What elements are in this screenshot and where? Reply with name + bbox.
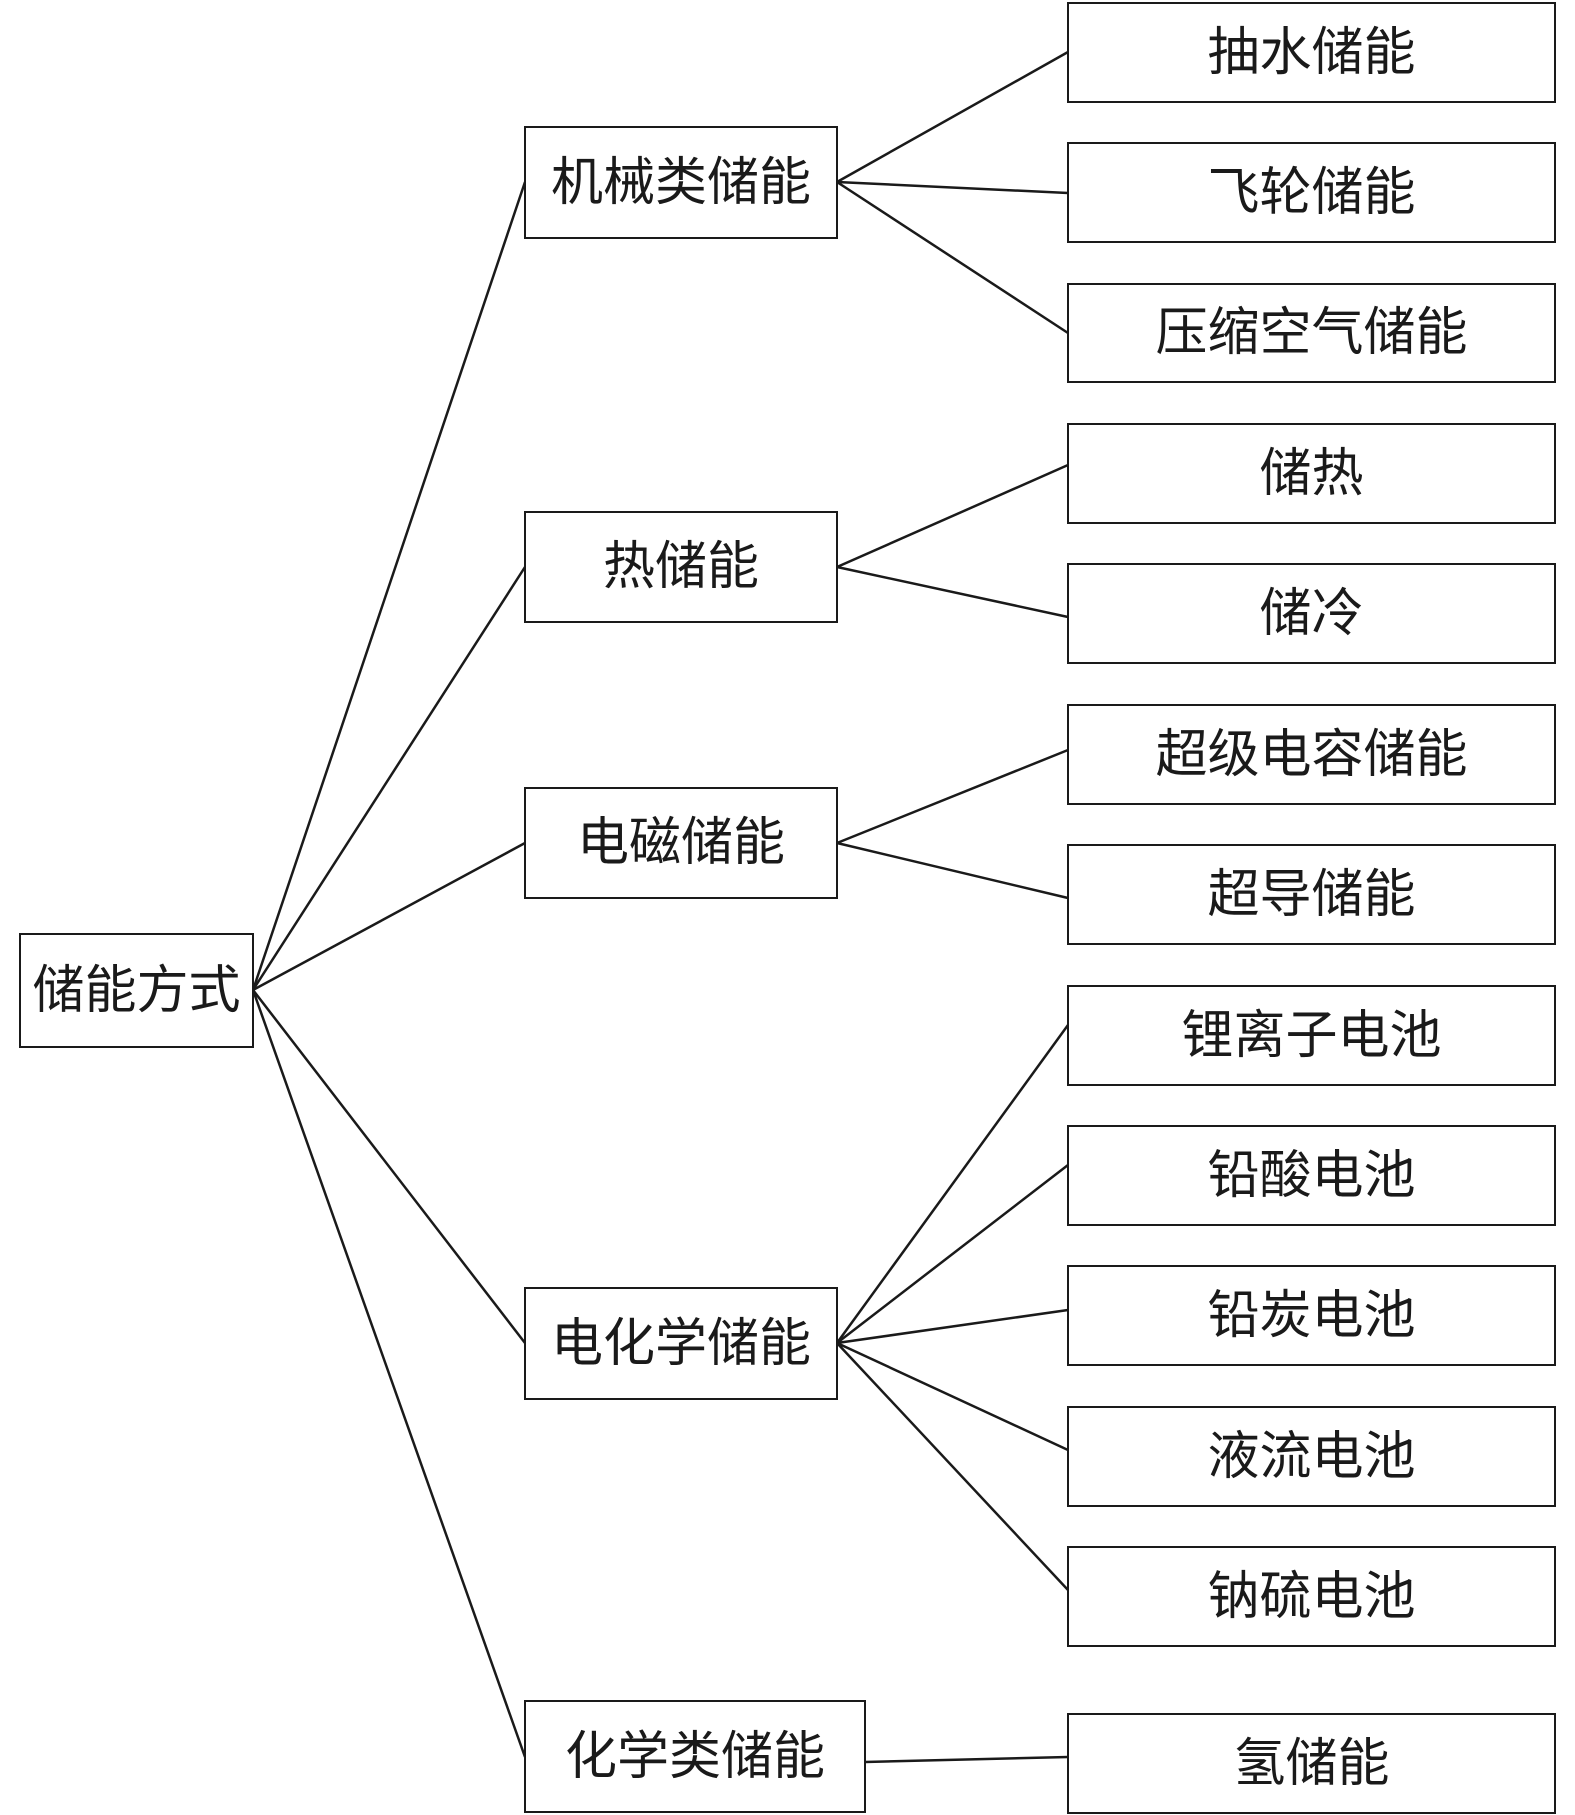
edge-ec-nas [836,1342,1069,1591]
edge-ec-flow [836,1341,1069,1452]
edge-ec-leadacid [836,1164,1069,1344]
edge-root-mechanical [251,181,527,991]
leaf-heat-storage: 储热 [1067,423,1556,524]
leaf-flow-battery: 液流电池 [1067,1406,1556,1507]
root-node: 储能方式 [19,933,254,1048]
leaf-cold-storage: 储冷 [1067,563,1556,664]
edge-ec-liion [835,1024,1070,1344]
leaf-sodium-sulfur: 钠硫电池 [1067,1546,1556,1647]
edge-mechanical-flywheel [836,180,1069,195]
leaf-superconducting: 超导储能 [1067,844,1556,945]
leaf-lead-acid: 铅酸电池 [1067,1125,1556,1226]
leaf-flywheel: 飞轮储能 [1067,142,1556,243]
edge-thermal-heat [836,463,1069,569]
category-mechanical: 机械类储能 [524,126,838,239]
category-chemical: 化学类储能 [524,1700,866,1813]
edge-mechanical-pumped [836,50,1069,184]
leaf-compressed-air: 压缩空气储能 [1067,283,1556,383]
edge-chemical-hydrogen [864,1755,1069,1764]
edge-root-electromagnetic [252,841,526,992]
category-thermal: 热储能 [524,511,838,623]
edge-root-electrochemical [252,989,526,1344]
edge-root-chemical [251,989,527,1758]
category-electrochemical: 电化学储能 [524,1287,838,1400]
leaf-lithium-ion: 锂离子电池 [1067,985,1556,1086]
edge-em-supercap [836,748,1069,845]
leaf-supercapacitor: 超级电容储能 [1067,704,1556,805]
edge-root-thermal [251,566,527,991]
edge-em-smes [836,841,1069,900]
leaf-hydrogen: 氢储能 [1067,1713,1556,1814]
edge-mechanical-caes [836,180,1069,335]
category-electromagnetic: 电磁储能 [524,787,838,899]
leaf-lead-carbon: 铅炭电池 [1067,1265,1556,1366]
leaf-pumped-hydro: 抽水储能 [1067,2,1556,103]
edge-ec-leadcarbon [836,1308,1069,1345]
edge-thermal-cold [836,565,1069,619]
